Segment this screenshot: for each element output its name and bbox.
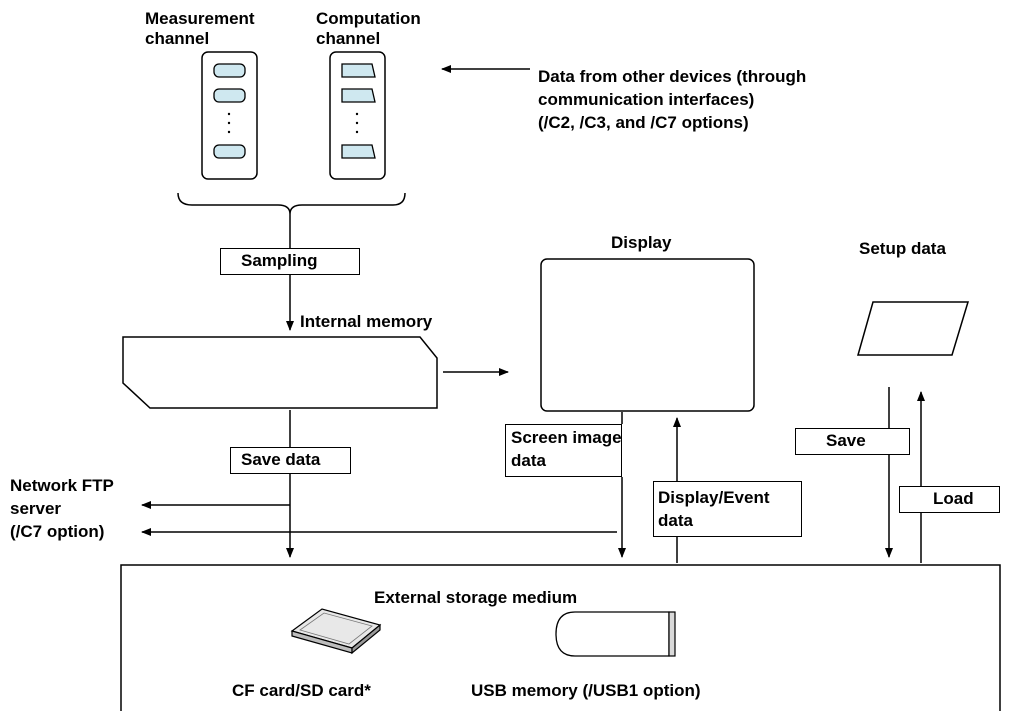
save-data-label: Save data [241,450,321,469]
ftp-label-1: Network FTP [10,476,114,495]
display-label: Display [611,233,672,252]
cf-card-label: CF card/SD card* [232,681,371,700]
usb-memory-icon [555,611,676,657]
ftp-label-3: (/C7 option) [10,522,105,541]
other-devices-label-3: (/C2, /C3, and /C7 options) [538,113,749,132]
sampling-label: Sampling [241,251,318,270]
display-event-label-1: Display/Event [658,488,770,507]
measurement-channel-item [213,63,246,78]
display-event-label-2: data [658,511,693,530]
save-data-box: Save data [230,447,351,474]
channel-brace [177,192,406,215]
load-box: Load [899,486,1000,513]
computation-channel-item [341,88,376,103]
other-devices-label-2: communication interfaces) [538,90,755,109]
measurement-channel-label-2: channel [145,29,210,48]
display-event-box: Display/Event data [653,481,802,537]
display-box [540,258,755,412]
ftp-label-2: server [10,499,62,518]
save-box: Save [795,428,910,455]
measurement-channel-label-1: Measurement [145,9,255,28]
internal-memory-label: Internal memory [300,312,433,331]
computation-channel-item [341,144,376,159]
computation-channel-column [329,51,386,180]
computation-channel-item [341,63,376,78]
screen-image-label-1: Screen image [511,428,622,447]
internal-memory-shape [122,336,438,409]
setup-data-shape [857,301,970,356]
measurement-channel-item [213,88,246,103]
measurement-channel-item [213,144,246,159]
load-label: Load [933,489,974,508]
usb-memory-label: USB memory (/USB1 option) [471,681,701,700]
measurement-channel-column [201,51,258,180]
setup-data-label: Setup data [859,239,946,258]
save-label: Save [826,431,866,450]
computation-channel-label-2: channel [316,29,381,48]
screen-image-label-2: data [511,451,546,470]
sampling-box: Sampling [220,248,360,275]
computation-channel-label-1: Computation [316,9,421,28]
other-devices-label-1: Data from other devices (through [538,67,807,86]
screen-image-box: Screen image data [505,424,622,477]
external-storage-label: External storage medium [374,588,578,607]
cf-card-icon [290,608,382,655]
